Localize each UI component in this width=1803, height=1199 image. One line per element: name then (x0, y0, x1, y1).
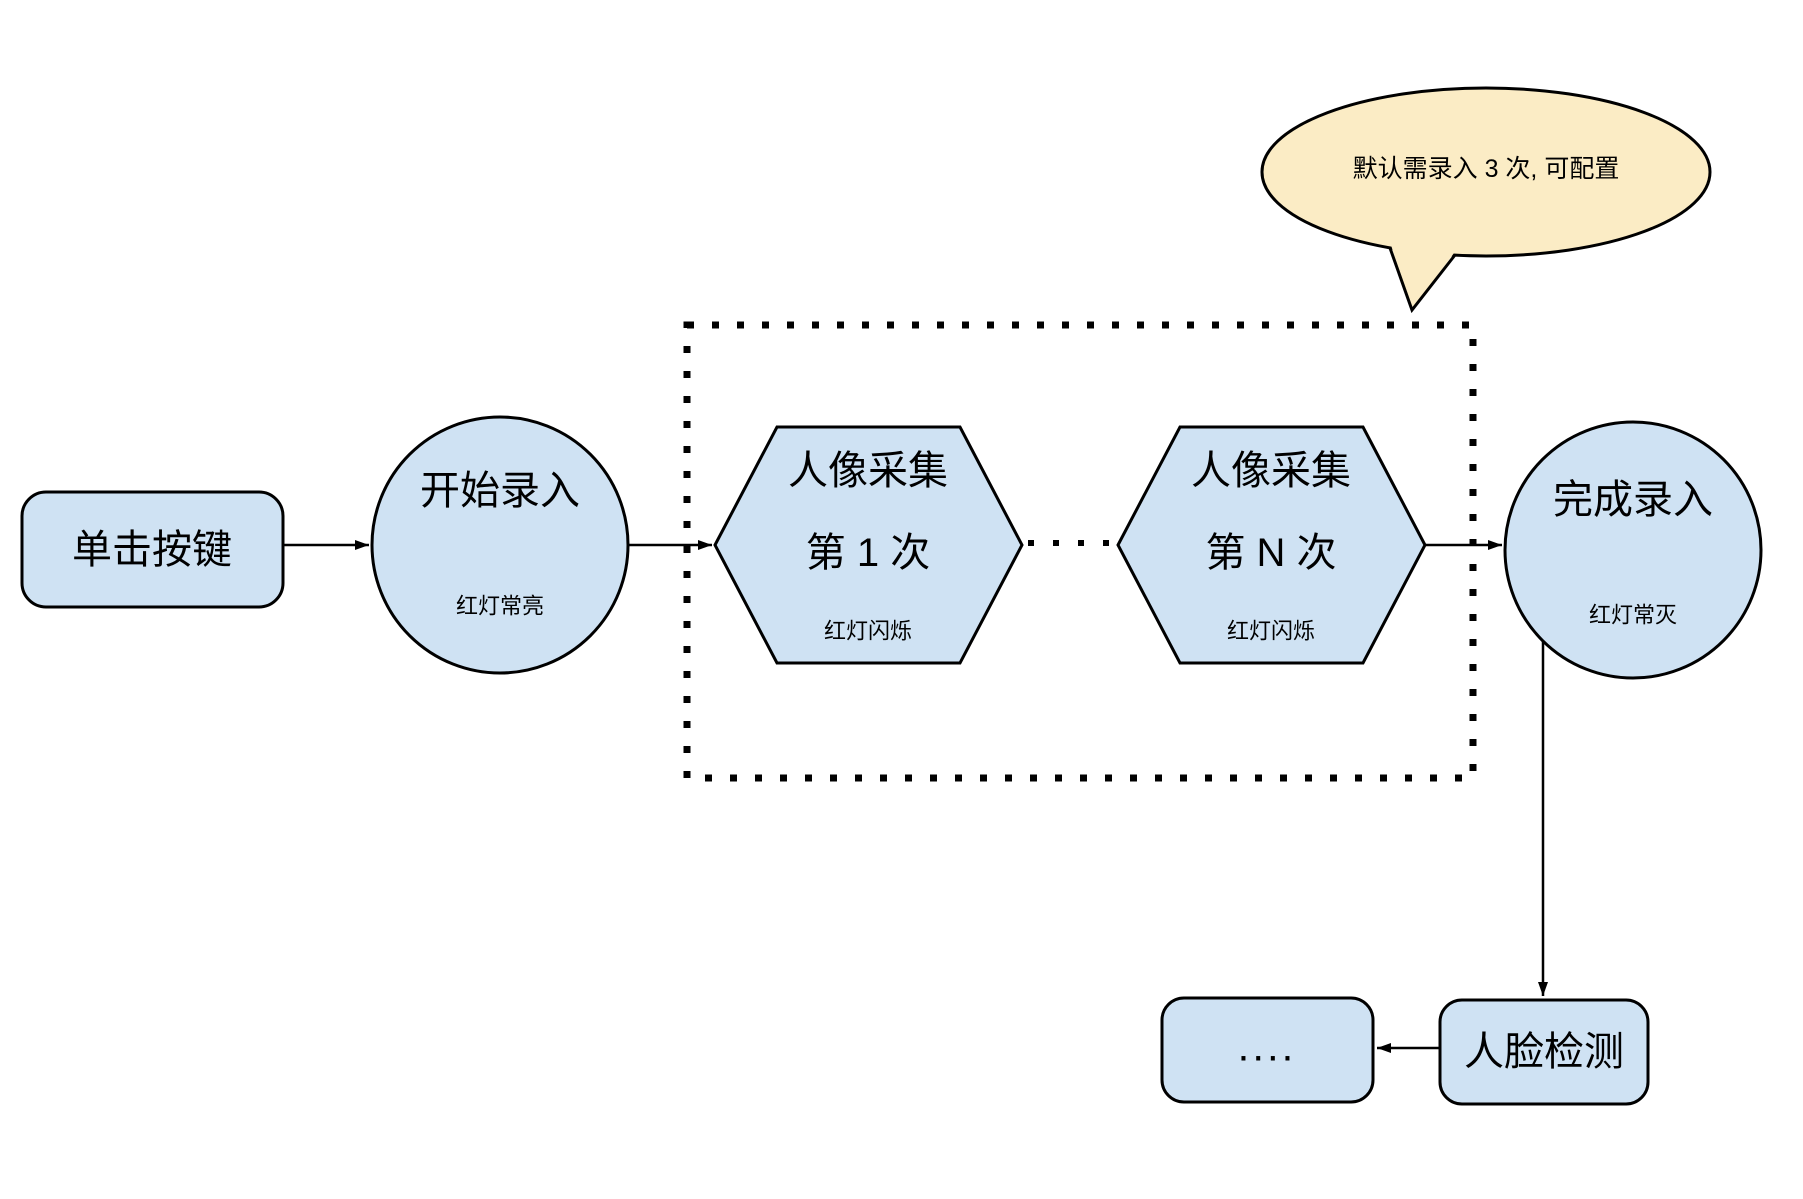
node-start-entry: 开始录入 红灯常亮 (370, 415, 630, 675)
node-capture-1-shape (713, 425, 1024, 665)
node-capture-1-note: 红灯闪烁 (824, 619, 912, 644)
callout-ellipse (1260, 86, 1712, 258)
node-capture-n-note: 红灯闪烁 (1227, 619, 1315, 644)
node-capture-1-title: 人像采集 (788, 449, 948, 493)
node-capture-1-seq: 第 1 次 (806, 531, 930, 575)
node-click-button-shape (20, 490, 285, 609)
node-face-detect-label: 人脸检测 (1464, 1030, 1624, 1074)
node-finish-entry: 完成录入 红灯常灭 (1503, 420, 1763, 680)
node-more-shape (1160, 996, 1375, 1104)
repeat-group-dotted-border (683, 321, 1477, 782)
node-finish-entry-note: 红灯常灭 (1589, 603, 1677, 628)
node-click-button-label: 单击按键 (72, 528, 232, 572)
node-click-button: 单击按键 (20, 490, 285, 609)
node-face-detect: 人脸检测 (1438, 998, 1650, 1106)
callout-bubble: 默认需录入 3 次, 可配置 (1260, 86, 1712, 314)
node-finish-entry-label: 完成录入 (1553, 478, 1713, 522)
node-capture-n-seq: 第 N 次 (1205, 531, 1336, 575)
node-face-detect-shape (1438, 998, 1650, 1106)
node-more: .... (1160, 996, 1375, 1104)
node-capture-n-title: 人像采集 (1191, 449, 1351, 493)
node-more-label: .... (1238, 1023, 1297, 1070)
node-start-entry-shape (370, 415, 630, 675)
node-capture-n: 人像采集 第 N 次 红灯闪烁 (1116, 425, 1427, 665)
node-start-entry-label: 开始录入 (420, 469, 580, 513)
callout-tail-outline (1388, 247, 1457, 314)
node-start-entry-note: 红灯常亮 (456, 594, 544, 619)
callout-text: 默认需录入 3 次, 可配置 (1353, 155, 1620, 183)
node-capture-1: 人像采集 第 1 次 红灯闪烁 (713, 425, 1024, 665)
node-finish-entry-shape (1503, 420, 1763, 680)
